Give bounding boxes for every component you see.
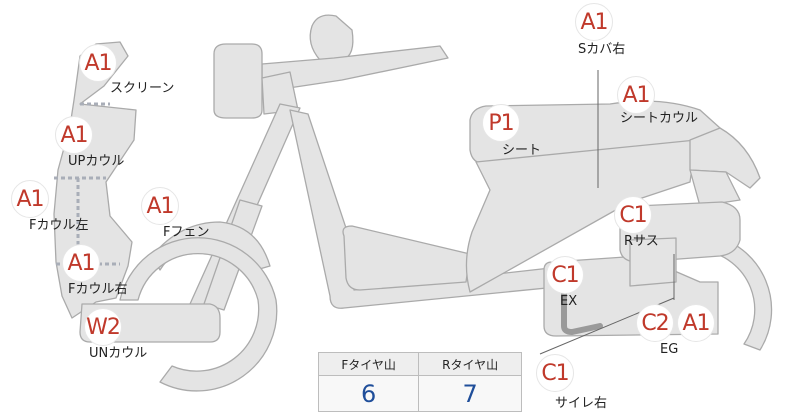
label-ex: EX <box>560 294 578 309</box>
label-f-cowl-right: Fカウル右 <box>68 282 128 297</box>
header-rear-tire: Rタイヤ山 <box>418 352 522 376</box>
headlight <box>213 43 263 119</box>
header-front-tire: Fタイヤ山 <box>317 352 420 376</box>
seat <box>469 100 721 165</box>
tire-table-value-row: 6 7 <box>317 375 522 412</box>
front-wheel <box>119 237 278 392</box>
exhaust-pipe <box>561 287 603 336</box>
grade-un-cowl: W2 <box>84 308 122 346</box>
grade-side-stand-right: C1 <box>536 354 574 392</box>
label-s-cover-right: Sカバ右 <box>578 42 626 57</box>
tire-table-header-row: Fタイヤ山 Rタイヤ山 <box>317 352 522 376</box>
label-screen: スクリーン <box>110 81 175 96</box>
grade-f-cowl-right: A1 <box>62 244 100 282</box>
side-cover <box>465 139 697 293</box>
grade-f-fender: A1 <box>141 187 179 225</box>
value-rear-tire: 7 <box>418 375 522 412</box>
tire-tread-table: Fタイヤ山 Rタイヤ山 6 7 <box>317 352 522 412</box>
grade-eg: C2 <box>636 304 674 342</box>
label-un-cowl: UNカウル <box>89 346 148 361</box>
grade-screen: A1 <box>79 44 117 82</box>
label-f-fender: Fフェン <box>163 225 210 240</box>
label-r-sus: Rサス <box>624 234 659 249</box>
grade-seat: P1 <box>482 104 520 142</box>
rear-fender <box>689 169 741 207</box>
label-seat-cowl: シートカウル <box>620 111 699 126</box>
grade-r-sus: C1 <box>614 196 652 234</box>
label-f-cowl-left: Fカウル左 <box>29 218 89 233</box>
label-eg: EG <box>660 342 679 357</box>
grade-f-cowl-left: A1 <box>11 180 49 218</box>
mirror <box>309 14 354 61</box>
rear-suspension <box>629 237 677 287</box>
grade-s-cover-right: A1 <box>575 3 613 41</box>
floor-board <box>342 225 471 291</box>
value-front-tire: 6 <box>317 375 420 412</box>
label-up-cowl: UPカウル <box>68 154 125 169</box>
grade-seat-cowl: A1 <box>617 76 655 114</box>
grade-eg-2: A1 <box>677 304 715 342</box>
grade-up-cowl: A1 <box>55 116 93 154</box>
label-seat: シート <box>502 143 542 158</box>
grade-ex: C1 <box>546 256 584 294</box>
seat-cowl <box>689 127 761 189</box>
label-side-stand-right: サイレ右 <box>555 396 608 411</box>
